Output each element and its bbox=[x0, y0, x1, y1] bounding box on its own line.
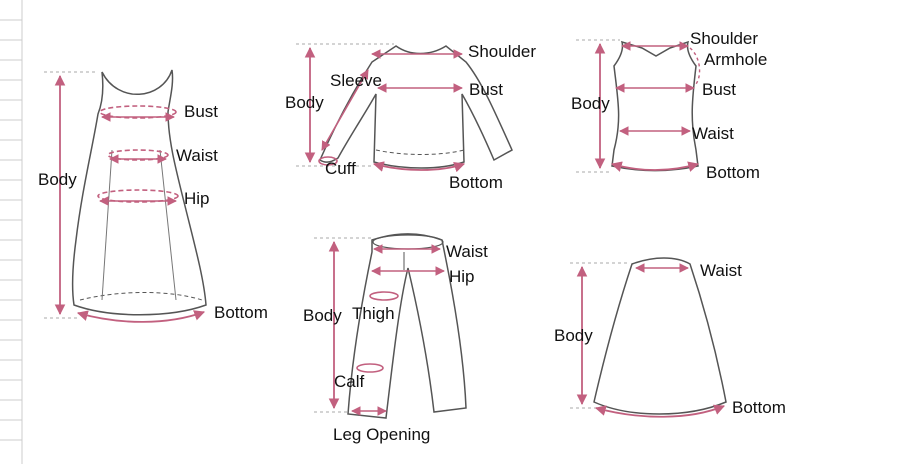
skirt-bottom-measure bbox=[594, 404, 725, 418]
pants-leg-opening-label: Leg Opening bbox=[333, 425, 431, 444]
dress-bust-label: Bust bbox=[184, 102, 219, 121]
dress-outline bbox=[71, 69, 207, 316]
top-cuff-label: Cuff bbox=[325, 159, 356, 178]
left-ruler bbox=[0, 0, 23, 464]
skirt-body-label: Body bbox=[554, 326, 593, 345]
pants-calf-measure bbox=[356, 363, 384, 373]
vest-figure bbox=[576, 39, 701, 173]
top-sleeve-label: Sleeve bbox=[330, 71, 382, 90]
top-shoulder-label: Shoulder bbox=[468, 42, 537, 61]
pants-hip-label: Hip bbox=[449, 267, 475, 286]
skirt-waist-label: Waist bbox=[700, 261, 742, 280]
vest-armhole-label: Armhole bbox=[704, 50, 768, 69]
top-outline bbox=[319, 45, 513, 169]
dress-body-label: Body bbox=[38, 170, 77, 189]
vest-shoulder-label: Shoulder bbox=[690, 29, 759, 48]
dress-figure bbox=[44, 69, 207, 323]
top-cuff-measure bbox=[318, 156, 338, 166]
dress-bottom-measure bbox=[76, 310, 206, 323]
pants-thigh-measure bbox=[369, 291, 399, 301]
vest-bottom-measure bbox=[610, 161, 700, 172]
vest-bottom-label: Bottom bbox=[706, 163, 760, 182]
dress-waist-measure bbox=[107, 149, 169, 161]
pants-outline bbox=[347, 233, 467, 419]
dress-waist-label: Waist bbox=[176, 146, 218, 165]
dress-bottom-label: Bottom bbox=[214, 303, 268, 322]
top-bottom-label: Bottom bbox=[449, 173, 503, 192]
top-bottom-measure bbox=[372, 161, 466, 173]
dress-bust-measure bbox=[99, 105, 177, 119]
pants-calf-label: Calf bbox=[334, 372, 365, 391]
pants-thigh-label: Thigh bbox=[352, 304, 395, 323]
top-body-label: Body bbox=[285, 93, 324, 112]
vest-bust-label: Bust bbox=[702, 80, 737, 99]
dress-hip-label: Hip bbox=[184, 189, 210, 208]
top-sleeve-measure bbox=[321, 69, 369, 151]
skirt-figure bbox=[570, 257, 727, 418]
pants-waist-label: Waist bbox=[446, 242, 488, 261]
vest-waist-label: Waist bbox=[692, 124, 734, 143]
skirt-outline bbox=[593, 257, 727, 415]
top-bust-label: Bust bbox=[469, 80, 504, 99]
vest-body-label: Body bbox=[571, 94, 610, 113]
vest-outline bbox=[611, 40, 699, 172]
pants-body-label: Body bbox=[303, 306, 342, 325]
skirt-bottom-label: Bottom bbox=[732, 398, 786, 417]
top-figure bbox=[296, 43, 513, 173]
pants-figure bbox=[314, 233, 467, 419]
